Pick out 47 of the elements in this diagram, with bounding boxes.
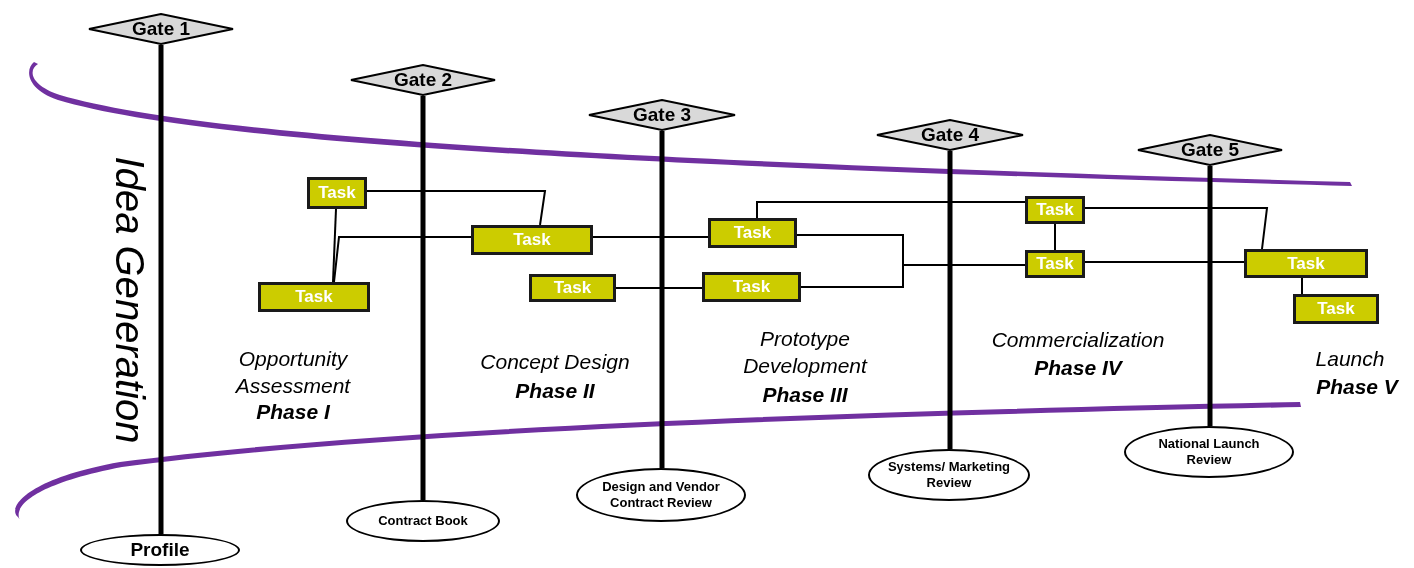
phase-number: Phase I	[255, 399, 331, 425]
task-link	[1084, 261, 1245, 263]
task-link	[332, 208, 337, 283]
phase-name: Commercialization	[990, 327, 1166, 353]
gate-pole	[947, 151, 953, 449]
vertical-heading: Idea Generation	[107, 156, 153, 444]
review-ellipse: Systems/ Marketing Review	[868, 449, 1030, 501]
task-box: Task	[471, 225, 593, 255]
task-box: Task	[708, 218, 797, 248]
task-link	[1084, 207, 1269, 250]
task-box: Task	[1244, 249, 1368, 278]
task-link	[1054, 223, 1056, 251]
task-link	[366, 190, 547, 226]
gate-diamond: Gate 2	[350, 64, 496, 96]
task-box: Task	[529, 274, 616, 302]
review-ellipse: National Launch Review	[1124, 426, 1294, 478]
gate-pole	[1207, 166, 1213, 426]
task-link	[615, 287, 703, 289]
task-link	[333, 236, 472, 283]
review-ellipse: Design and Vendor Contract Review	[576, 468, 746, 522]
phase-name: Concept Design	[479, 349, 631, 375]
phase-name: Opportunity Assessment	[234, 346, 352, 399]
review-ellipse: Profile	[80, 534, 240, 566]
task-link	[800, 264, 1026, 288]
phase-name: Launch	[1314, 346, 1386, 372]
phase-number: Phase III	[761, 382, 849, 408]
gate-diamond: Gate 1	[88, 13, 234, 45]
task-box: Task	[1025, 196, 1085, 224]
task-link	[592, 236, 709, 238]
task-link	[1301, 277, 1303, 295]
gate-pole	[158, 45, 164, 534]
review-ellipse: Contract Book	[346, 500, 500, 542]
phase-name: Prototype Development	[742, 326, 869, 379]
task-box: Task	[1025, 250, 1085, 278]
task-box: Task	[1293, 294, 1379, 324]
gate-diamond: Gate 4	[876, 119, 1024, 151]
task-box: Task	[258, 282, 370, 312]
task-box: Task	[702, 272, 801, 302]
phase-number: Phase IV	[1033, 355, 1124, 381]
gate-pole	[659, 131, 665, 468]
gate-diamond: Gate 3	[588, 99, 736, 131]
task-box: Task	[307, 177, 367, 209]
task-link	[756, 201, 1026, 219]
phase-number: Phase V	[1315, 374, 1400, 400]
gate-diamond: Gate 5	[1137, 134, 1283, 166]
gate-pole	[420, 96, 426, 500]
phase-number: Phase II	[514, 378, 596, 404]
